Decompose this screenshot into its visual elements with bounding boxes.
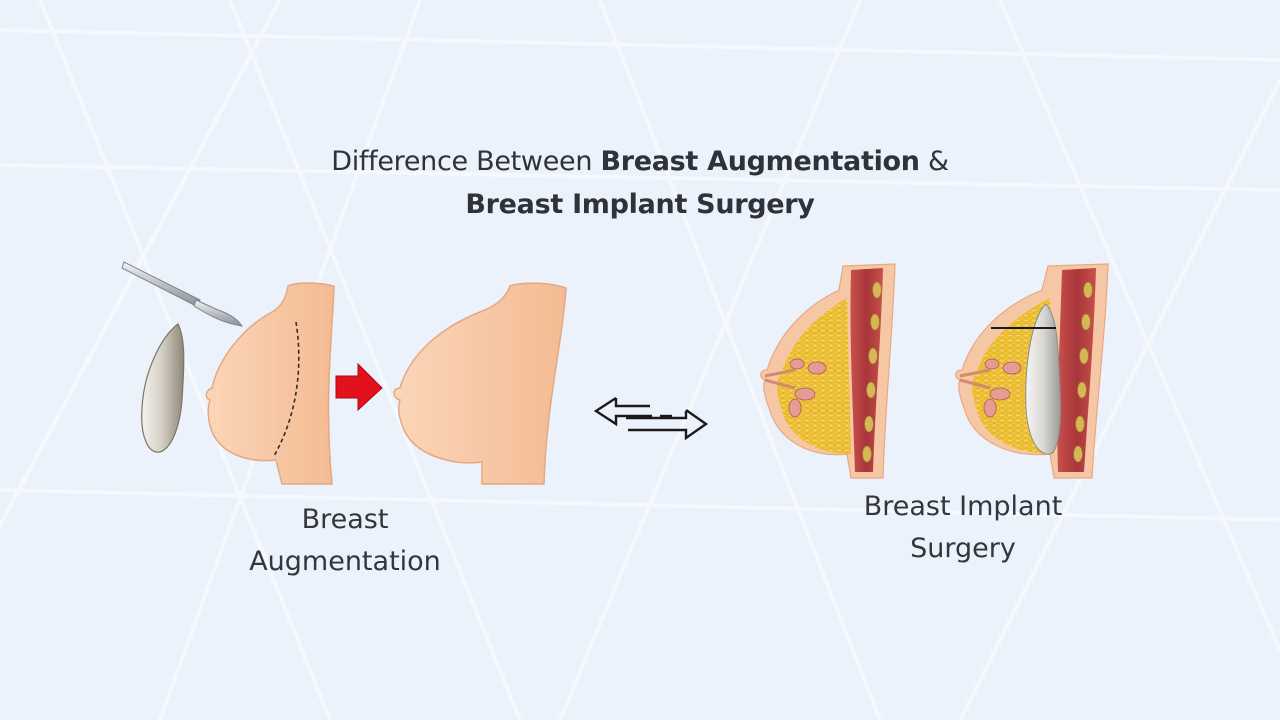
scalpel-icon xyxy=(121,261,244,327)
caption-left-line-1: Breast xyxy=(301,504,389,535)
caption-breast-augmentation: Breast Augmentation xyxy=(205,499,485,583)
red-right-arrow xyxy=(335,362,383,412)
breast-before-with-incision-line xyxy=(205,282,335,485)
title-line-1: Difference Between Breast Augmentation & xyxy=(0,140,1280,183)
title-ampersand: & xyxy=(919,146,949,177)
breast-cross-section-with-implant xyxy=(955,263,1109,479)
caption-breast-implant-surgery: Breast Implant Surgery xyxy=(823,486,1103,570)
caption-left-line-2: Augmentation xyxy=(249,546,441,577)
breast-cross-section-natural xyxy=(760,263,896,479)
caption-right-line-2: Surgery xyxy=(910,533,1016,564)
breast-after-augmentation xyxy=(393,282,567,485)
page-title: Difference Between Breast Augmentation &… xyxy=(0,140,1280,226)
title-bold-augmentation: Breast Augmentation xyxy=(600,146,920,177)
breast-augmentation-illustration xyxy=(121,261,567,485)
title-bold-implant-surgery: Breast Implant Surgery xyxy=(465,189,815,220)
title-prefix: Difference Between xyxy=(331,146,601,177)
bidirectional-arrows-icon xyxy=(593,396,709,440)
title-line-2: Breast Implant Surgery xyxy=(0,183,1280,226)
caption-right-line-1: Breast Implant xyxy=(863,491,1063,522)
breast-implant-surgery-illustration xyxy=(760,263,1109,479)
silicone-implant xyxy=(141,323,185,453)
